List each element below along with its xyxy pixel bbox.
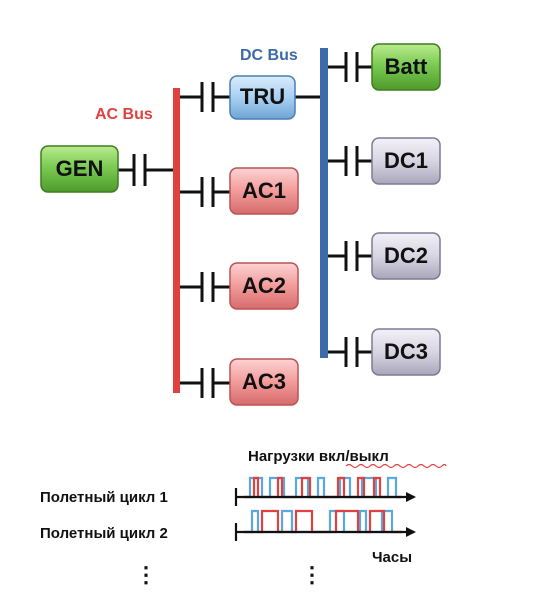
ellipsis-left: ⋮ [135,562,157,587]
cycle2-label: Полетный цикл 2 [40,525,168,542]
ellipsis-right: ⋮ [301,562,323,587]
dc1-node: DC1 [371,137,441,185]
ac1-connector [180,177,230,207]
dc-bus-label: DC Bus [240,47,298,64]
loads-label-underline [345,463,447,469]
ac1-node: AC1 [229,167,299,215]
ac3-node: AC3 [229,358,299,406]
cycle2-trace [234,509,416,541]
ac2-node: AC2 [229,262,299,310]
batt-label: Batt [385,54,428,79]
tru-label: TRU [240,84,285,109]
cycle1-trace [234,476,416,506]
gen-connector [118,154,173,186]
gen-node: GEN [40,145,119,193]
loads-label: Нагрузки вкл/выкл [248,448,389,465]
gen-label: GEN [56,156,104,181]
cycle1-label: Полетный цикл 1 [40,489,168,506]
batt-connector [328,52,372,82]
dc2-connector [328,241,372,271]
dc3-node: DC3 [371,328,441,376]
dc-bus-bar [320,48,328,358]
ac2-connector [180,272,230,302]
dc2-label: DC2 [384,243,428,268]
ac3-label: AC3 [242,369,286,394]
dc2-node: DC2 [371,232,441,280]
dc1-label: DC1 [384,148,428,173]
tru-node: TRU [229,75,296,120]
dc1-connector [328,146,372,176]
ac1-label: AC1 [242,178,286,203]
batt-node: Batt [371,43,441,91]
ac-bus-label: AC Bus [95,106,153,123]
ac3-connector [180,368,230,398]
dc3-connector [328,337,372,367]
tru-connector [180,82,320,112]
dc3-label: DC3 [384,339,428,364]
ac2-label: AC2 [242,273,286,298]
time-axis-label: Часы [372,549,412,566]
ac-bus-bar [173,88,180,393]
